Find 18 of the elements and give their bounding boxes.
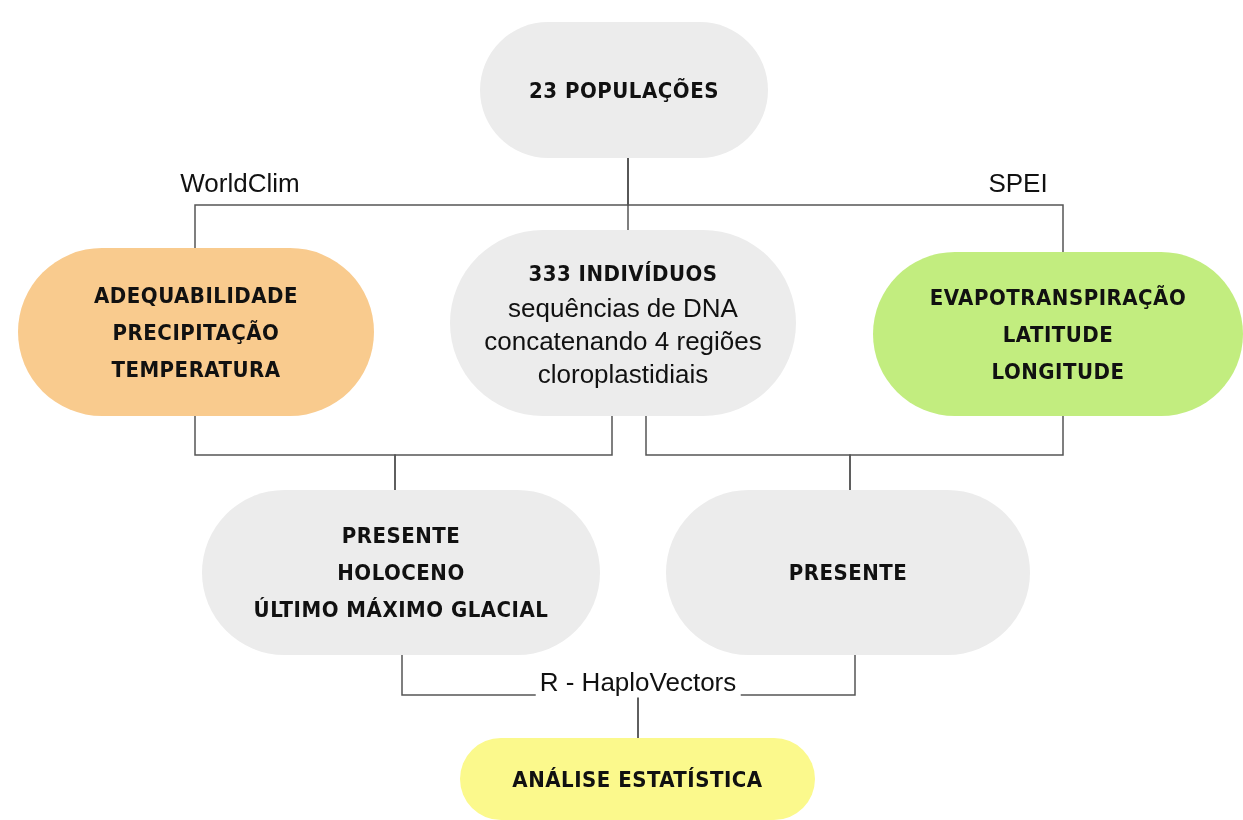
connector-line [849, 415, 1064, 491]
node-title: 333 INDIVÍDUOS [528, 260, 718, 288]
node-title: EVAPOTRANSPIRAÇÃO [929, 283, 1187, 312]
node-title: TEMPERATURA [111, 355, 281, 384]
node-title: ADEQUABILIDADE [94, 281, 298, 310]
node-title: PRECIPITAÇÃO [112, 318, 280, 347]
connector-line [627, 157, 1064, 253]
node-title: LATITUDE [1002, 320, 1114, 349]
node-title: HOLOCENO [337, 559, 465, 587]
node-title: ANÁLISE ESTATÍSTICA [512, 765, 763, 794]
node-title: LONGITUDE [991, 357, 1125, 386]
node-description: sequências de DNA concatenando 4 regiões cloroplastidiais [483, 292, 763, 391]
node-title: ÚLTIMO MÁXIMO GLACIAL [253, 596, 549, 624]
node-title: PRESENTE [341, 522, 461, 550]
node-title: PRESENTE [788, 559, 908, 587]
connector-line [394, 415, 613, 491]
node-title: 23 POPULAÇÕES [529, 76, 719, 105]
process-box [873, 252, 1243, 416]
